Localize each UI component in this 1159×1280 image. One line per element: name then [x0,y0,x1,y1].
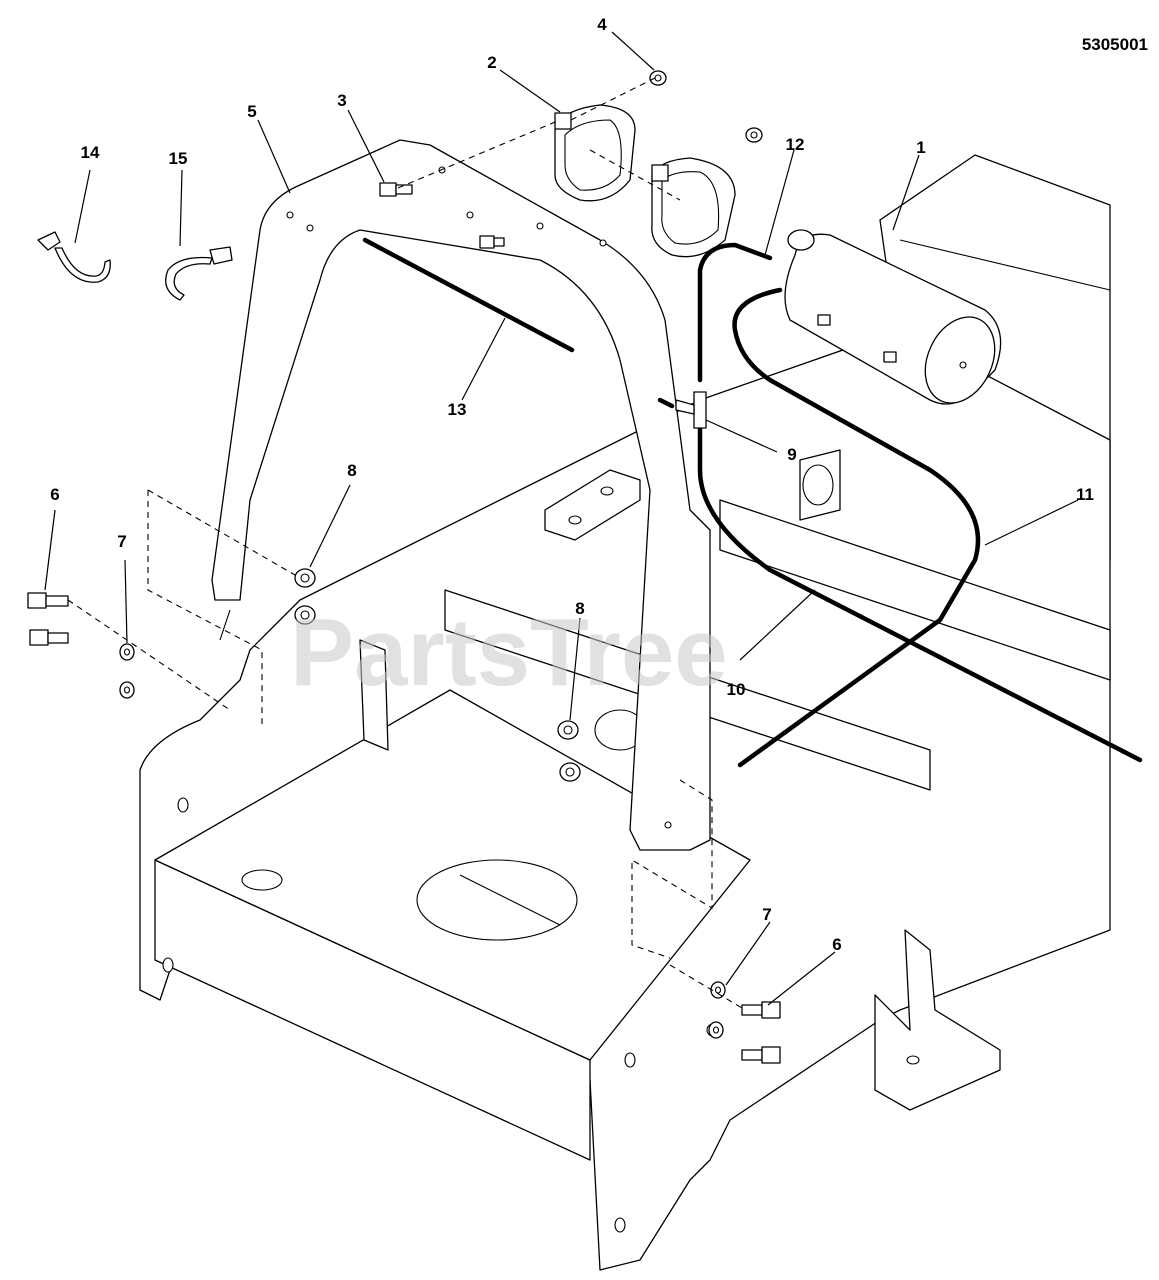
callout-8-right: 8 [575,599,584,618]
leader-lines [44,31,1079,1006]
cylinder-assembly [784,229,1002,405]
chassis-frame [139,329,1111,1271]
nuts-8-right [557,720,581,782]
nuts-8-left [294,568,316,625]
callout-8-left: 8 [347,461,356,480]
washers-7-left [119,643,135,699]
cable-tie-15 [165,246,233,301]
callout-1: 1 [916,138,925,157]
bolt-3 [379,182,413,197]
callout-4: 4 [597,15,607,34]
hoses [362,237,1143,768]
cable-tie-14 [37,231,111,283]
bolts-6-right [741,1001,781,1064]
callout-6-left: 6 [50,485,59,504]
callout-12: 12 [786,135,805,154]
callout-6-right: 6 [832,935,841,954]
callout-labels: 1 2 3 4 5 6 6 7 7 8 8 9 10 11 12 13 14 1… [50,15,1094,954]
callout-3: 3 [337,91,346,110]
callout-10: 10 [727,680,746,699]
callout-14: 14 [81,143,100,162]
callout-11: 11 [1076,485,1094,504]
callout-7-right: 7 [762,905,771,924]
callout-13: 13 [448,400,467,419]
document-number: 5305001 [1082,35,1148,54]
bolt-upper [479,235,505,249]
callout-5: 5 [247,102,256,121]
watermark: PartsTree [290,599,728,706]
nut-4 [649,70,667,86]
callout-15: 15 [169,149,188,168]
tee-fitting [675,391,707,429]
callout-9: 9 [787,445,796,464]
assembly-guides [67,77,743,1009]
mount-bracket [874,929,1001,1111]
callout-2: 2 [487,53,496,72]
grommet-upper [745,127,763,143]
washers-7-right [708,981,726,1039]
bolts-6-left [27,592,69,646]
callout-7-left: 7 [117,532,126,551]
